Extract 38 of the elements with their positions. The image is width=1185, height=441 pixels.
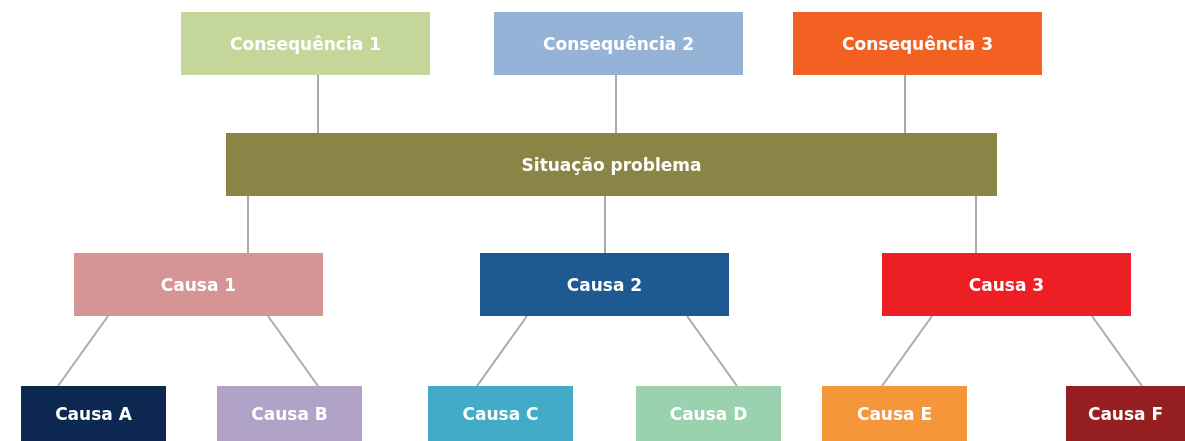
connector-line <box>686 315 738 387</box>
colored-box <box>822 386 967 441</box>
box-label: Causa B <box>251 403 328 424</box>
colored-box <box>74 253 323 316</box>
colored-box <box>226 133 997 196</box>
connector-line <box>604 195 606 254</box>
box-label: Consequência 1 <box>230 33 381 54</box>
connector-line <box>1091 315 1143 387</box>
connector-line <box>267 315 319 387</box>
connector-line <box>881 315 933 387</box>
connector-line <box>247 195 249 254</box>
box-label: Causa D <box>669 403 748 424</box>
box-label: Causa 3 <box>968 274 1045 295</box>
colored-box <box>494 12 743 75</box>
colored-box <box>217 386 362 441</box>
colored-box <box>882 253 1131 316</box>
box-label: Causa 2 <box>566 274 643 295</box>
connector-line <box>476 315 528 387</box>
box-label: Causa F <box>1087 403 1164 424</box>
colored-box <box>793 12 1042 75</box>
colored-box <box>181 12 430 75</box>
colored-box <box>1066 386 1185 441</box>
colored-box <box>428 386 573 441</box>
box-label: Causa 1 <box>160 274 237 295</box>
connector-line <box>317 74 319 134</box>
connector-line <box>615 74 617 134</box>
box-label: Causa C <box>462 403 539 424</box>
colored-box <box>636 386 781 441</box>
box-label: Situação problema <box>521 154 702 175</box>
box-label: Consequência 2 <box>543 33 694 54</box>
connector-line <box>975 195 977 254</box>
connector-line <box>57 315 109 387</box>
connector-line <box>904 74 906 134</box>
box-label: Consequência 3 <box>842 33 993 54</box>
colored-box <box>480 253 729 316</box>
colored-box <box>21 386 166 441</box>
box-label: Causa A <box>55 403 132 424</box>
box-label: Causa E <box>856 403 933 424</box>
